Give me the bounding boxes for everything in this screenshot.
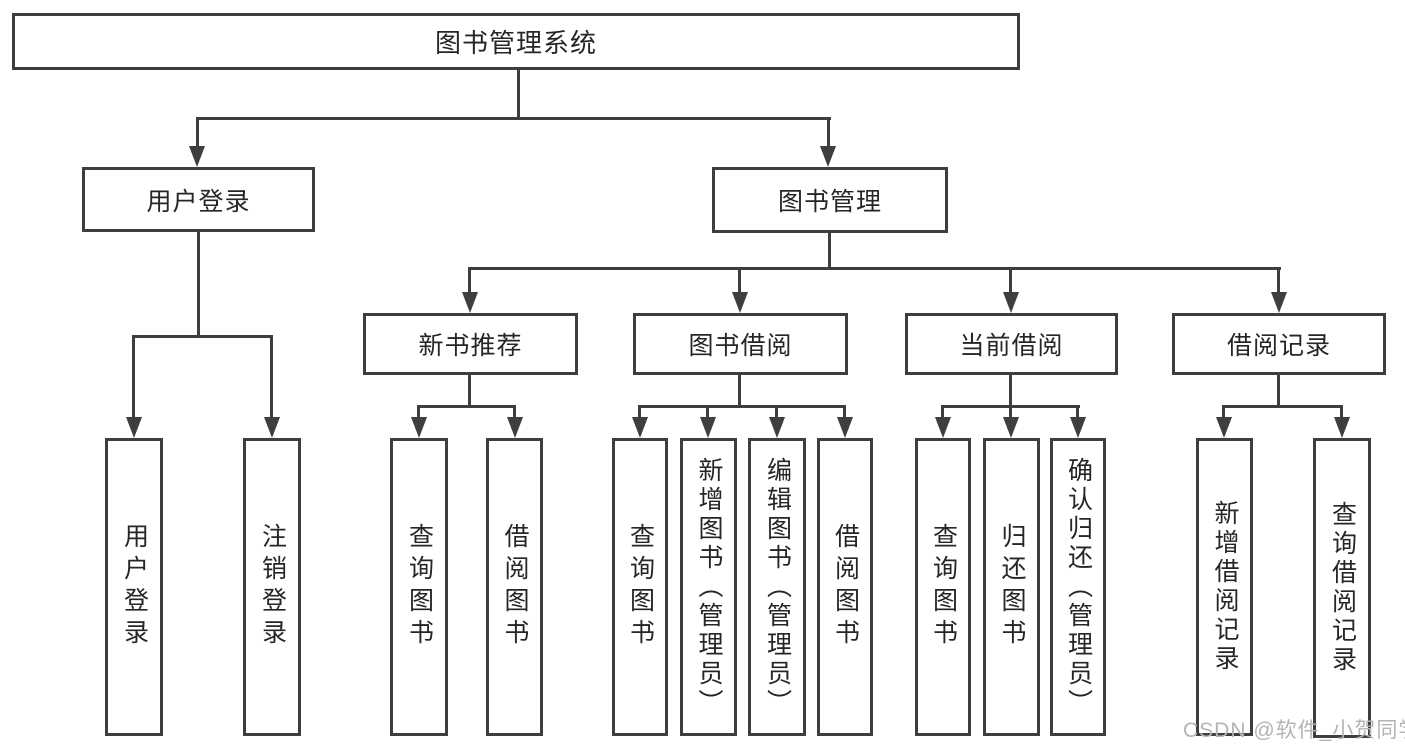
- connector-line: [196, 117, 199, 149]
- leaf-query-books-borrow: 查询图书: [612, 438, 668, 736]
- node-borrow-records: 借阅记录: [1172, 313, 1386, 375]
- connector-line: [738, 267, 741, 294]
- arrowhead-icon: [632, 417, 648, 438]
- arrowhead-icon: [189, 146, 205, 167]
- arrowhead-icon: [732, 292, 748, 313]
- connector-line: [827, 117, 830, 149]
- connector-line: [417, 405, 516, 408]
- connector-line: [1009, 267, 1012, 294]
- connector-line: [132, 335, 273, 338]
- connector-line: [1277, 267, 1280, 294]
- arrowhead-icon: [935, 417, 951, 438]
- connector-line: [1222, 405, 1225, 419]
- leaf-add-borrow-record: 新增借阅记录: [1196, 438, 1253, 736]
- leaf-borrow-books-recommend: 借阅图书: [486, 438, 543, 736]
- arrowhead-icon: [1216, 417, 1232, 438]
- connector-line: [828, 233, 831, 269]
- connector-line: [132, 335, 135, 420]
- node-user-login: 用户登录: [82, 167, 315, 232]
- leaf-logout: 注销登录: [243, 438, 301, 736]
- connector-line: [706, 405, 709, 419]
- connector-line: [197, 232, 200, 337]
- leaf-query-books-current: 查询图书: [915, 438, 971, 736]
- connector-line: [1009, 375, 1012, 408]
- leaf-borrow-books: 借阅图书: [817, 438, 873, 736]
- watermark-text: CSDN @软件_小贺同学: [1183, 719, 1405, 742]
- leaf-user-login: 用户登录: [105, 438, 163, 736]
- leaf-return-books: 归还图书: [983, 438, 1040, 736]
- leaf-query-borrow-record: 查询借阅记录: [1313, 438, 1371, 738]
- connector-line: [196, 117, 831, 120]
- connector-line: [468, 375, 471, 408]
- leaf-add-books-admin: 新增图书（管理员）: [680, 438, 737, 736]
- connector-line: [270, 335, 273, 420]
- connector-line: [513, 405, 516, 419]
- connector-line: [1340, 405, 1343, 419]
- arrowhead-icon: [126, 417, 142, 438]
- connector-line: [468, 267, 1281, 270]
- arrowhead-icon: [1334, 417, 1350, 438]
- connector-line: [1222, 405, 1343, 408]
- arrowhead-icon: [1271, 292, 1287, 313]
- connector-line: [775, 405, 778, 419]
- node-current-borrow: 当前借阅: [905, 313, 1118, 375]
- connector-line: [1076, 405, 1079, 419]
- arrowhead-icon: [264, 417, 280, 438]
- arrowhead-icon: [700, 417, 716, 438]
- connector-line: [468, 267, 471, 294]
- arrowhead-icon: [411, 417, 427, 438]
- connector-line: [1009, 405, 1012, 419]
- arrowhead-icon: [820, 146, 836, 167]
- arrowhead-icon: [1070, 417, 1086, 438]
- connector-line: [941, 405, 944, 419]
- arrowhead-icon: [1003, 417, 1019, 438]
- leaf-edit-books-admin: 编辑图书（管理员）: [748, 438, 806, 736]
- connector-line: [1277, 375, 1280, 408]
- connector-line: [417, 405, 420, 419]
- arrowhead-icon: [769, 417, 785, 438]
- connector-line: [517, 68, 520, 119]
- arrowhead-icon: [837, 417, 853, 438]
- connector-line: [738, 375, 741, 408]
- connector-line: [638, 405, 846, 408]
- leaf-confirm-return-admin: 确认归还（管理员）: [1050, 438, 1106, 736]
- connector-line: [843, 405, 846, 419]
- leaf-query-books-recommend: 查询图书: [390, 438, 448, 736]
- arrowhead-icon: [462, 292, 478, 313]
- arrowhead-icon: [507, 417, 523, 438]
- node-book-borrow: 图书借阅: [633, 313, 848, 375]
- node-book-management: 图书管理: [712, 167, 948, 233]
- connector-line: [638, 405, 641, 419]
- arrowhead-icon: [1003, 292, 1019, 313]
- node-new-book-recommend: 新书推荐: [363, 313, 578, 375]
- node-library-system: 图书管理系统: [12, 13, 1020, 70]
